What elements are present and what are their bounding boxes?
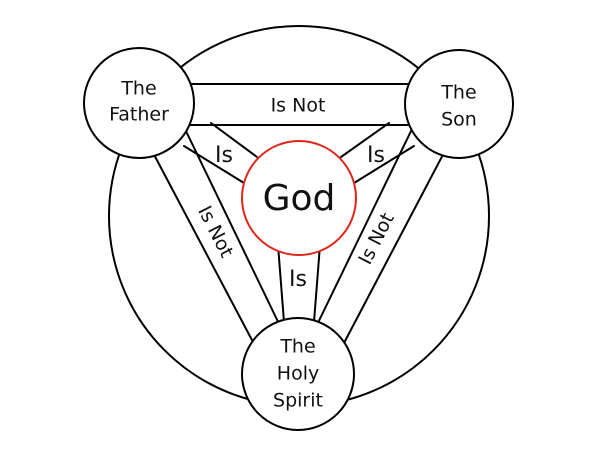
- label-son-spirit: Is Not: [354, 209, 399, 268]
- label-father-god: Is: [215, 143, 233, 168]
- node-father-line1: The: [120, 78, 156, 100]
- node-spirit: The Holy Spirit: [241, 317, 355, 431]
- node-son-line2: Son: [441, 109, 477, 131]
- band-father-son: [181, 83, 413, 126]
- node-god-label: God: [263, 178, 336, 219]
- band-son-spirit: [313, 126, 448, 344]
- node-god: God: [241, 140, 357, 256]
- band-father-spirit: [149, 126, 283, 343]
- label-father-spirit: Is Not: [193, 202, 238, 261]
- band-son-god: [340, 122, 415, 184]
- node-spirit-line1: The: [279, 336, 315, 358]
- node-son: The Son: [404, 49, 514, 159]
- label-father-son: Is Not: [271, 95, 326, 117]
- node-father-line2: Father: [109, 104, 169, 126]
- band-spirit-god: [277, 244, 321, 323]
- node-spirit-line2: Holy: [277, 363, 319, 385]
- label-son-god: Is: [367, 143, 385, 168]
- band-father-god: [183, 122, 258, 184]
- label-spirit-god: Is: [289, 267, 307, 292]
- node-father: The Father: [83, 47, 195, 159]
- node-son-line1: The: [440, 82, 476, 104]
- node-spirit-line3: Spirit: [273, 390, 323, 412]
